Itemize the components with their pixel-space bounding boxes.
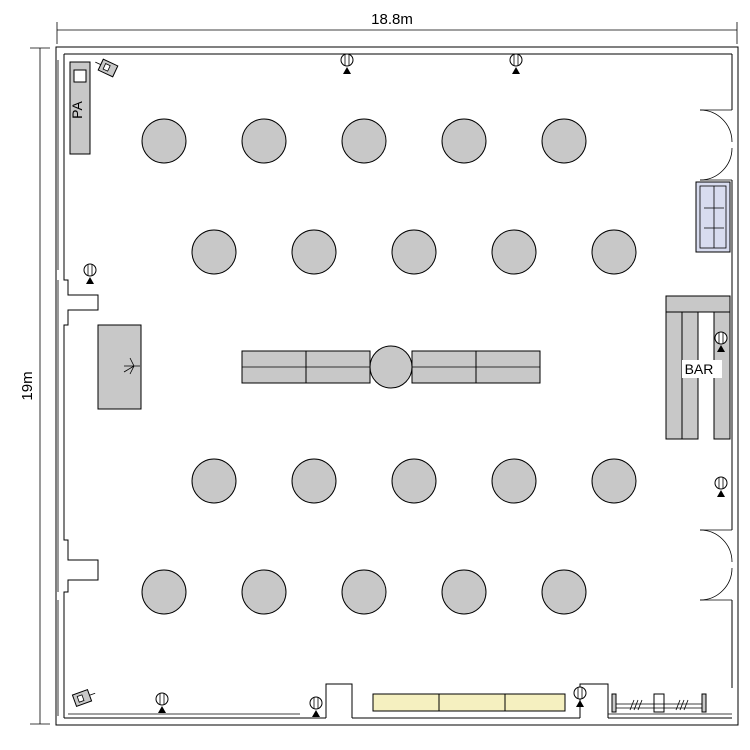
light-fixture-icon [509,53,523,74]
round-tables [141,118,637,615]
round-table [141,118,187,164]
round-table [391,458,437,504]
round-table [591,458,637,504]
light-fixture-icon [714,331,728,352]
width-dimension-label: 18.8m [371,11,413,28]
light-fixtures [83,53,728,717]
pa-label: PA [69,101,85,119]
room-walls [55,46,739,726]
round-table [291,458,337,504]
round-table [191,458,237,504]
coat-rack [695,181,731,253]
bar-label: BAR [685,361,714,377]
round-table [541,569,587,615]
round-table [241,569,287,615]
round-table [341,569,387,615]
height-dimension-label: 19m [19,371,36,400]
round-table [341,118,387,164]
light-fixture-icon [714,476,728,497]
light-fixture-icon [155,692,169,713]
door-lower-right[interactable] [699,529,733,601]
light-fixture-icon [573,686,587,707]
round-table [541,118,587,164]
light-fixture-icon [83,263,97,284]
pa-booth: PA [69,61,91,155]
round-table [441,569,487,615]
round-table [291,229,337,275]
microphone-icon [123,357,140,375]
round-table [441,118,487,164]
light-fixture-icon [309,696,323,717]
door-upper-right[interactable] [699,109,733,181]
round-table [391,229,437,275]
light-fixture-icon [340,53,354,74]
round-table [241,118,287,164]
dimension-width: 18.8m [56,11,738,44]
speaker-top-left [95,58,119,78]
dimension-height: 19m [19,47,50,725]
equipment-rack [611,693,707,713]
speaker-bottom-left [71,688,96,708]
stage-riser [372,693,566,712]
round-table [491,229,537,275]
round-table [491,458,537,504]
round-table [191,229,237,275]
bar: BAR [665,295,731,440]
round-table [591,229,637,275]
head-table [241,345,541,389]
round-table [141,569,187,615]
podium [97,324,142,410]
